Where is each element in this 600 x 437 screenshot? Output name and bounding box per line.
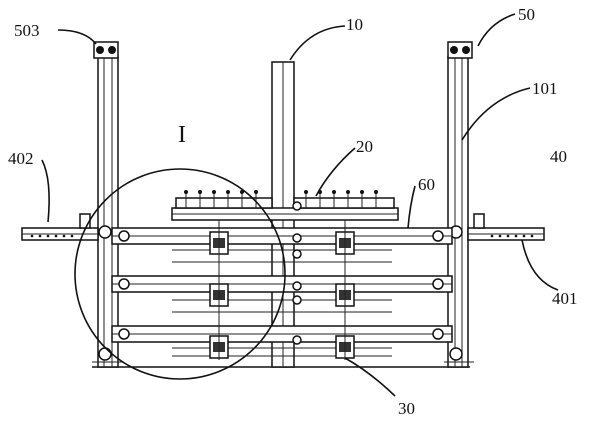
clamp-blocks	[209, 220, 355, 360]
left-tower	[92, 41, 122, 368]
label-40: 40	[550, 147, 567, 166]
label-roman-i: I	[178, 122, 186, 148]
label-50: 50	[518, 5, 535, 24]
label-402: 402	[8, 149, 34, 168]
beam-level-1	[111, 227, 453, 245]
right-tower	[444, 41, 474, 368]
detail-circle	[74, 168, 286, 380]
pulley-icon	[108, 46, 116, 54]
beam-level-3	[111, 325, 453, 343]
label-401: 401	[552, 289, 578, 308]
pulley-icon	[96, 46, 104, 54]
label-60: 60	[418, 175, 435, 194]
roller-icon	[98, 347, 112, 361]
label-20: 20	[356, 137, 373, 156]
left-platform	[21, 213, 99, 241]
roller-icon	[449, 347, 463, 361]
pulley-icon	[450, 46, 458, 54]
pulley-icon	[462, 46, 470, 54]
label-503: 503	[14, 21, 40, 40]
top-gantry	[171, 190, 399, 221]
center-bolts	[292, 201, 302, 345]
label-10: 10	[346, 15, 363, 34]
label-30: 30	[398, 399, 415, 418]
leader-lines	[41, 13, 559, 397]
label-101: 101	[532, 79, 558, 98]
beam-level-2	[111, 275, 453, 293]
right-platform	[467, 213, 545, 241]
roller-icon	[98, 225, 112, 239]
